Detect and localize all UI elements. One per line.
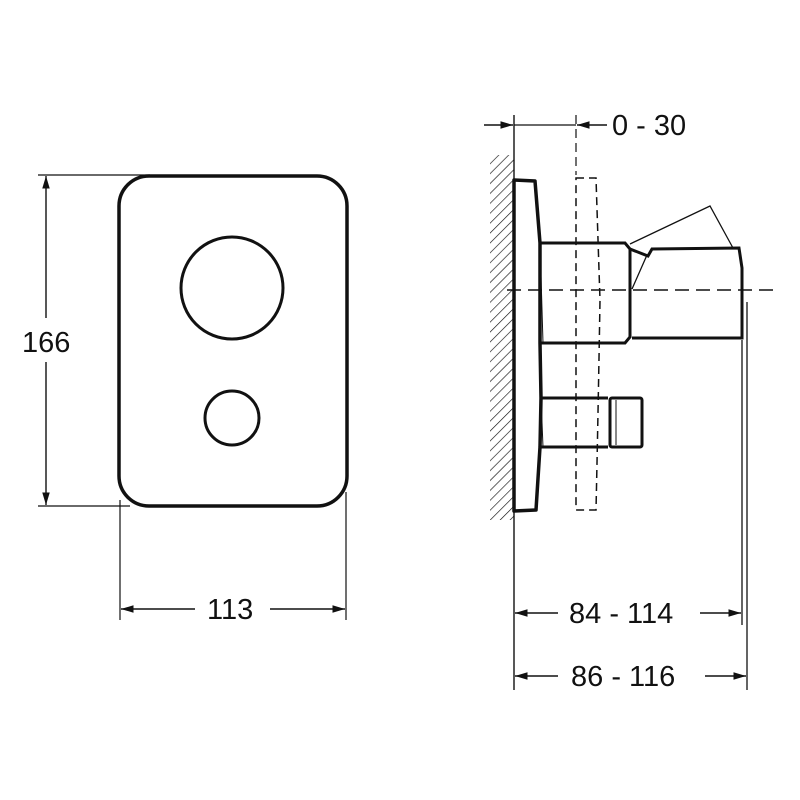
plate-profile [512,178,543,513]
front-view [38,174,349,620]
diverter-knob [203,389,261,447]
side-view [484,115,780,690]
lever-handle [629,246,744,340]
extended-plate-outline [575,177,601,511]
height-label: 166 [22,327,70,359]
depth-label-inner: 84 - 114 [569,598,673,630]
width-label: 113 [207,594,253,626]
offset-label: 0 - 30 [612,110,686,142]
wall-hatching [490,155,514,520]
valve-body [540,241,632,345]
lever-handle-raised [629,205,734,290]
diverter-nut [608,396,644,449]
diverter-stem [541,396,608,449]
depth-label-outer: 86 - 116 [571,661,675,693]
main-handle-knob [179,235,285,341]
cover-plate [117,174,349,508]
